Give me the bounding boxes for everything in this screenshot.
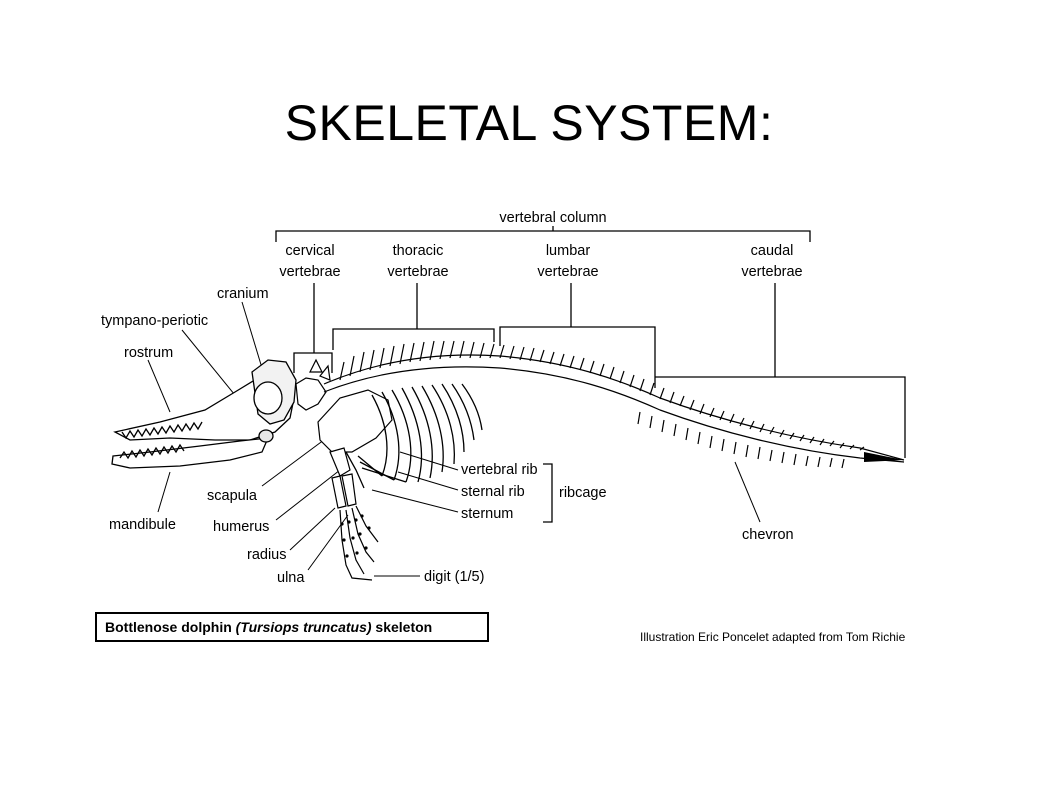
label-sternal-rib: sternal rib bbox=[461, 484, 525, 500]
label-scapula: scapula bbox=[207, 488, 258, 504]
illustration-credit: Illustration Eric Poncelet adapted from … bbox=[640, 630, 906, 644]
caption-prefix: Bottlenose dolphin bbox=[105, 619, 236, 635]
label-cervical-vertebrae: vertebrae bbox=[279, 264, 340, 280]
label-cervical: cervical bbox=[285, 243, 334, 259]
label-digit: digit (1/5) bbox=[424, 569, 484, 585]
label-rostrum: rostrum bbox=[124, 345, 173, 361]
label-mandibule: mandibule bbox=[109, 517, 176, 533]
skull bbox=[111, 359, 297, 469]
label-tympano-periotic: tympano-periotic bbox=[101, 313, 208, 329]
label-lumbar: lumbar bbox=[546, 243, 590, 259]
figure-caption: Bottlenose dolphin (Tursiops truncatus) … bbox=[95, 612, 489, 642]
bracket-lines bbox=[275, 226, 906, 523]
diagram-labels: vertebral column cervical vertebrae thor… bbox=[101, 210, 906, 644]
label-caudal: caudal bbox=[751, 243, 794, 259]
label-ribcage: ribcage bbox=[559, 485, 607, 501]
label-sternum: sternum bbox=[461, 506, 513, 522]
scapula-and-flipper bbox=[317, 389, 393, 581]
caption-species: (Tursiops truncatus) bbox=[235, 619, 372, 635]
label-radius: radius bbox=[247, 547, 287, 563]
cervical-vertebrae-drawing bbox=[295, 358, 331, 411]
ribcage-drawing bbox=[345, 383, 483, 489]
label-humerus: humerus bbox=[213, 519, 269, 535]
label-thoracic: thoracic bbox=[393, 243, 444, 259]
label-vertebral-column: vertebral column bbox=[499, 210, 606, 226]
label-cranium: cranium bbox=[217, 286, 269, 302]
caption-suffix: skeleton bbox=[371, 619, 433, 635]
spine-drawing bbox=[323, 340, 905, 469]
label-lumbar-vertebrae: vertebrae bbox=[537, 264, 598, 280]
label-ulna: ulna bbox=[277, 570, 305, 586]
label-chevron: chevron bbox=[742, 527, 794, 543]
label-vertebral-rib: vertebral rib bbox=[461, 462, 538, 478]
label-thoracic-vertebrae: vertebrae bbox=[387, 264, 448, 280]
slide-title: SKELETAL SYSTEM: bbox=[284, 95, 774, 151]
label-caudal-vertebrae: vertebrae bbox=[741, 264, 802, 280]
